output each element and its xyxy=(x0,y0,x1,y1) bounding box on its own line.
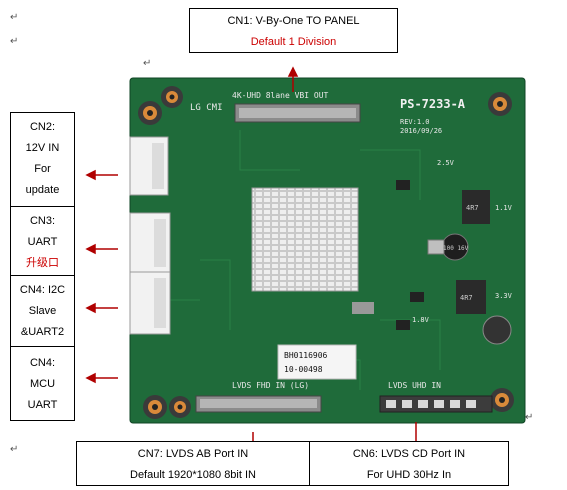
cn6-desc: For UHD 30Hz In xyxy=(366,469,452,481)
v33-label: 3.3V xyxy=(495,292,513,300)
cn4b-desc2: UART xyxy=(27,399,58,411)
board-lg-cmi-label: LG CMI xyxy=(190,103,223,113)
cn6-callout: CN6: LVDS CD Port IN For UHD 30Hz In xyxy=(309,441,509,486)
cn6-connector xyxy=(379,395,493,413)
board-rev-label: REV:1.0 xyxy=(400,118,430,126)
cn4a-desc1: Slave xyxy=(28,305,57,317)
board-bottom-left-label: LVDS FHD IN (LG) xyxy=(232,381,309,390)
mounting-hole-bottom-right xyxy=(490,388,514,412)
cn4a-title: CN4: I2C xyxy=(19,284,66,296)
board-bottom-right-label: LVDS UHD IN xyxy=(388,381,441,390)
cn2-desc1: 12V IN xyxy=(25,142,60,154)
cn3-desc1: UART xyxy=(27,236,58,248)
cn2-desc3: update xyxy=(25,184,60,196)
cn6-title: CN6: LVDS CD Port IN xyxy=(352,448,466,460)
sticker xyxy=(277,344,357,380)
cn2-desc2: For xyxy=(34,163,51,175)
cn4b-title: CN4: xyxy=(29,357,56,369)
return-mark-icon: ↵ xyxy=(525,412,534,423)
return-mark-icon: ↵ xyxy=(143,58,152,69)
cn7-desc: Default 1920*1080 8bit IN xyxy=(130,469,256,481)
cn2-title: CN2: xyxy=(29,121,56,133)
mounting-hole-top-left xyxy=(138,86,183,125)
cn3-title: CN3: xyxy=(29,215,56,227)
sticker-line2: 10-00498 xyxy=(284,365,323,374)
return-mark-icon: ↵ xyxy=(10,36,19,47)
sticker-line1: BH0116906 xyxy=(284,351,328,360)
cn4b-desc1: MCU xyxy=(29,378,56,390)
cap-label: 100 16V xyxy=(443,245,469,252)
cn1-title: CN1: V-By-One TO PANEL xyxy=(227,15,360,27)
cn4-connector xyxy=(129,271,171,335)
return-mark-icon: ↵ xyxy=(10,444,19,455)
return-mark-icon: ↵ xyxy=(10,12,19,23)
v11-label: 1.1V xyxy=(495,204,513,212)
board-top-connector-label: 4K-UHD 8lane VBI OUT xyxy=(232,91,329,100)
inductor-2 xyxy=(456,280,486,314)
cn4a-desc2: &UART2 xyxy=(20,326,65,338)
cn7-title: CN7: LVDS AB Port IN xyxy=(137,448,249,460)
cn1-callout: CN1: V-By-One TO PANEL Default 1 Divisio… xyxy=(189,8,398,53)
cn1-subtitle: Default 1 Division xyxy=(250,36,337,48)
cn3-connector xyxy=(129,212,171,274)
v25-label: 2.5V xyxy=(437,159,455,167)
board-model-label: PS-7233-A xyxy=(400,97,466,111)
cn3-callout: CN3: UART 升级口 xyxy=(10,206,75,276)
cn3-desc2: 升级口 xyxy=(26,257,59,269)
cn4a-callout: CN4: I2C Slave &UART2 xyxy=(10,275,75,347)
cn4b-callout: CN4: MCU UART xyxy=(10,346,75,421)
cn2-callout: CN2: 12V IN For update xyxy=(10,112,75,207)
heatsink xyxy=(251,187,359,292)
mounting-hole-top-right xyxy=(488,92,512,116)
inductor-1 xyxy=(462,190,490,224)
chip1-label: 4R7 xyxy=(466,204,479,212)
chip2-label: 4R7 xyxy=(460,294,473,302)
cn2-connector xyxy=(129,136,169,196)
cn7-callout: CN7: LVDS AB Port IN Default 1920*1080 8… xyxy=(76,441,310,486)
board-date-label: 2016/09/26 xyxy=(400,127,442,135)
v18-label: 1.8V xyxy=(412,316,430,324)
mounting-hole-bottom-left xyxy=(143,395,191,419)
